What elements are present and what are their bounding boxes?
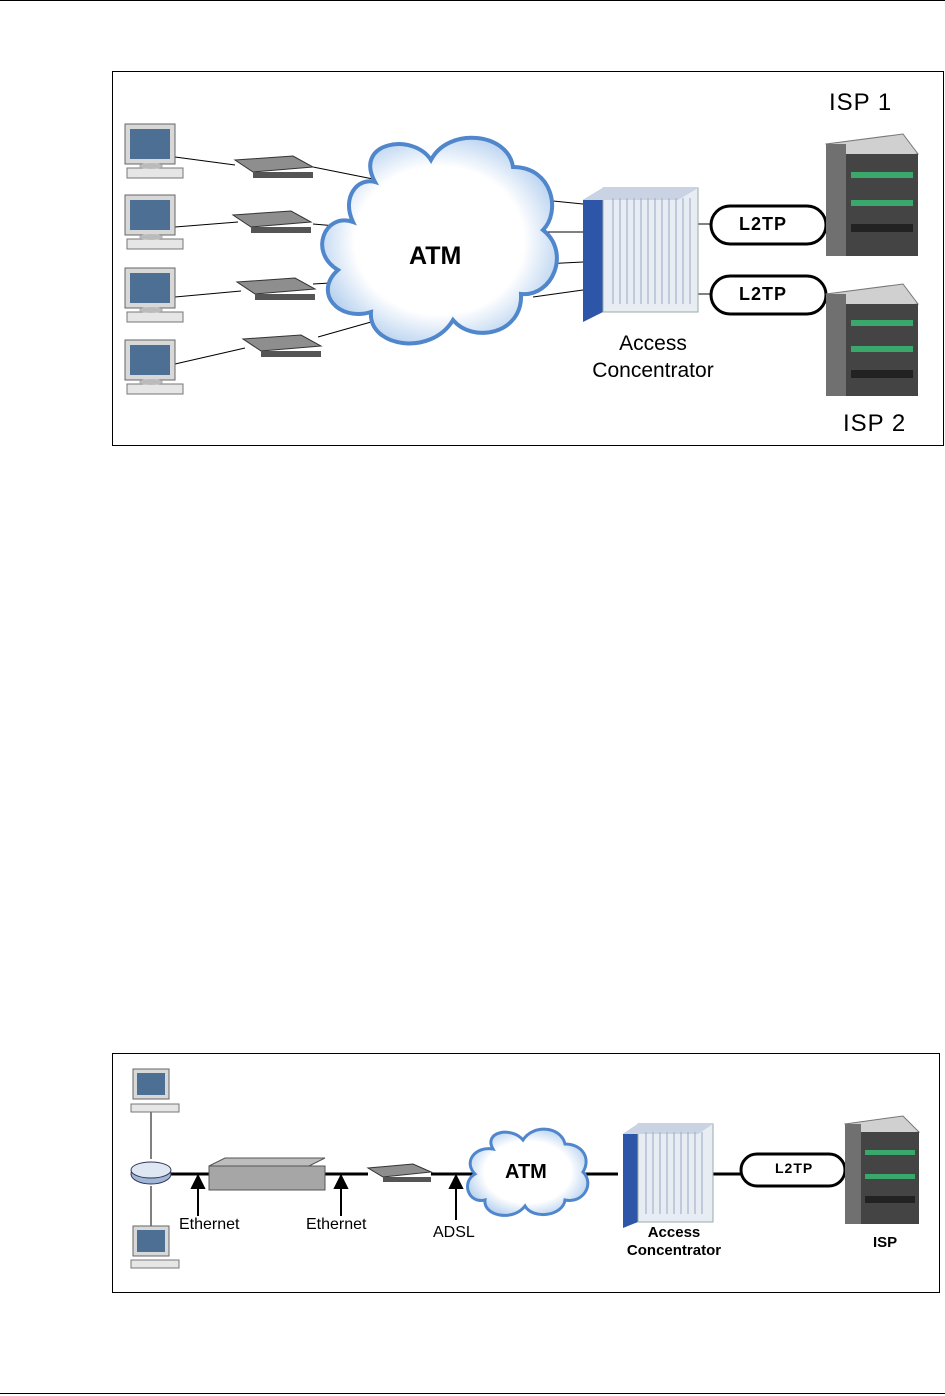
access-concentrator-label: Access Concentrator — [618, 1224, 730, 1260]
computer-icon — [124, 339, 184, 395]
figure-l2tp-multi-isp: ISP 1 ISP 2 ATM L2TP L2TP Access Concent… — [112, 71, 944, 446]
computer-icon — [124, 194, 184, 250]
figure2-pointers — [190, 1173, 464, 1220]
l2tp-tunnel-label: L2TP — [775, 1160, 814, 1176]
ethernet-label-2: Ethernet — [306, 1216, 367, 1233]
l2tp-tunnel-2-label: L2TP — [739, 284, 788, 304]
atm-cloud-label: ATM — [409, 242, 462, 270]
computer-icon — [124, 267, 184, 323]
figure-l2tp-single-path: ATM L2TP Ethernet Ethernet ADSL Access C… — [112, 1053, 940, 1293]
modem-icon — [366, 1163, 433, 1182]
figure1-canvas — [124, 123, 919, 396]
access-concentrator-label-line1: Access — [619, 332, 687, 355]
adsl-label: ADSL — [433, 1224, 475, 1241]
computer-icon — [124, 123, 184, 179]
access-concentrator-icon — [623, 1123, 714, 1228]
atm-cloud-icon — [320, 135, 559, 346]
isp1-label: ISP 1 — [829, 89, 893, 116]
modem-icon — [233, 155, 315, 178]
ethernet-label-1: Ethernet — [179, 1216, 240, 1233]
l2tp-tunnel-1-label: L2TP — [739, 214, 788, 234]
computer-icon — [130, 1225, 180, 1269]
isp-label: ISP — [873, 1234, 898, 1251]
router-icon — [208, 1157, 326, 1191]
modem-icon — [231, 210, 313, 233]
top-rule — [0, 0, 945, 1]
atm-cloud-icon — [466, 1127, 590, 1217]
modem-icon — [235, 277, 317, 300]
access-concentrator-icon — [583, 187, 699, 322]
bottom-rule — [0, 1393, 945, 1394]
access-concentrator-label-line2: Concentrator — [592, 359, 714, 382]
access-concentrator-label-line1: Access — [647, 1224, 701, 1241]
isp2-label: ISP 2 — [843, 410, 907, 437]
access-concentrator-label: Access Concentrator — [578, 330, 728, 384]
figure2-canvas — [130, 1068, 921, 1269]
isp1-server-icon — [825, 133, 919, 256]
modem-icon — [241, 334, 323, 357]
computer-icon — [130, 1068, 180, 1113]
access-concentrator-label-line2: Concentrator — [626, 1242, 722, 1259]
isp-server-icon — [843, 1115, 921, 1224]
atm-cloud-label: ATM — [505, 1161, 547, 1183]
hub-icon — [130, 1161, 172, 1185]
isp2-server-icon — [825, 283, 919, 396]
